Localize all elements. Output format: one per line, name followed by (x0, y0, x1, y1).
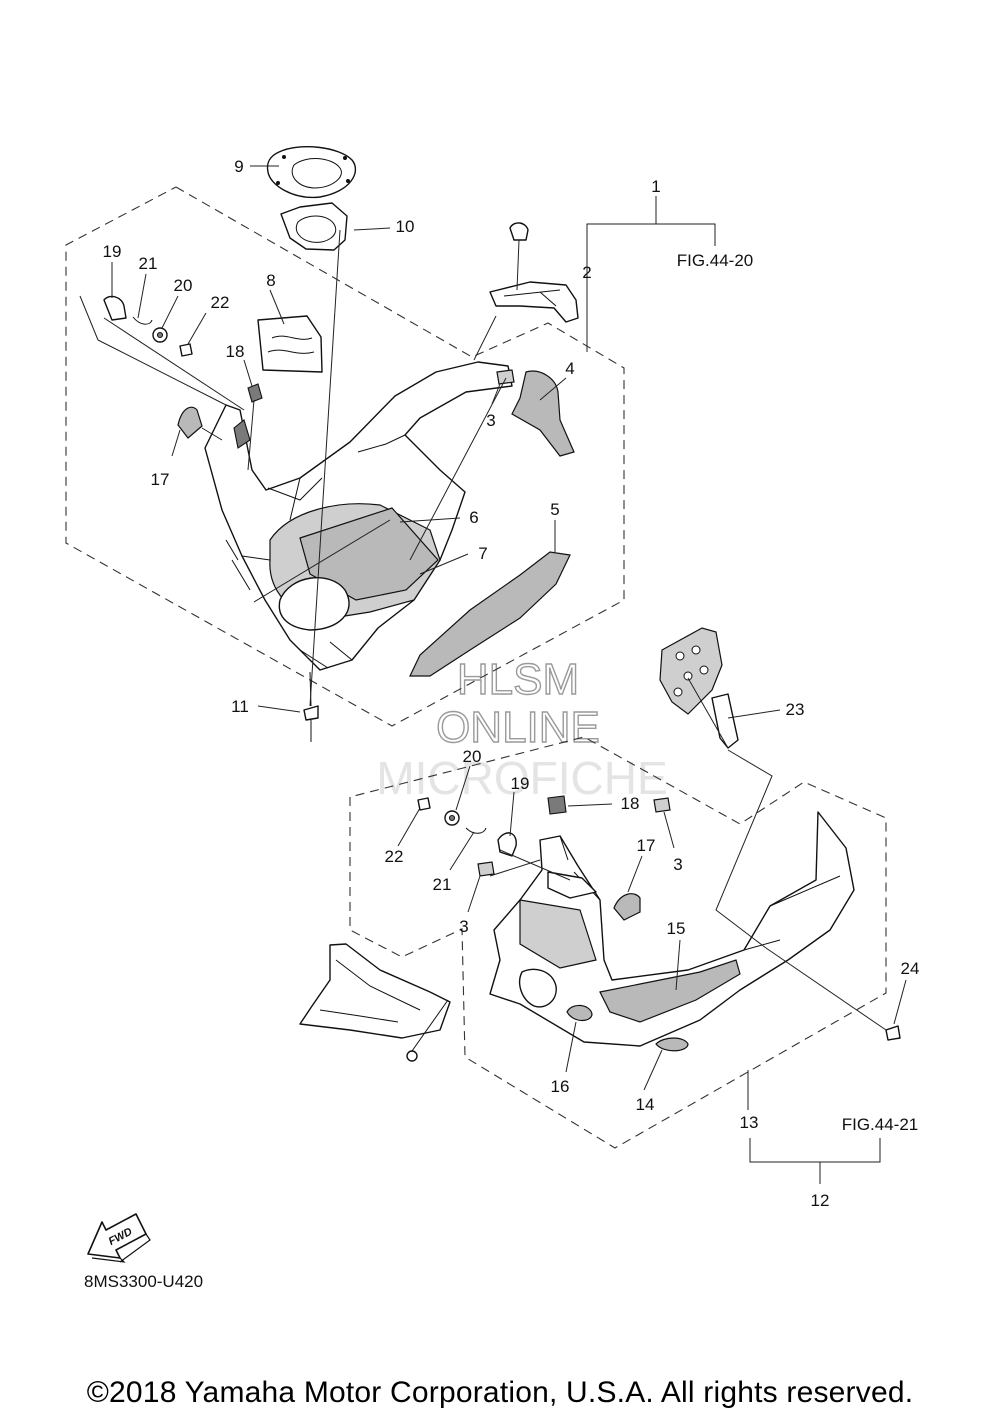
figure-ref-lower: FIG.44-21 (842, 1115, 919, 1134)
upper-assembly-boundary (65, 186, 625, 727)
callout-1: 1 (651, 177, 660, 196)
part-19-upper (103, 295, 127, 321)
part-5-foam-strip (409, 551, 571, 677)
watermark-line-2: ONLINE (436, 703, 600, 752)
upper-cowling (204, 361, 513, 671)
callout-3-lower-left: 3 (459, 917, 468, 936)
part-18-upper (247, 383, 263, 403)
callout-5: 5 (550, 500, 559, 519)
lower-assembly-boundary (349, 736, 887, 1149)
upper-fasteners (103, 295, 263, 439)
callout-13: 13 (740, 1113, 759, 1132)
part-24-screw (885, 1025, 901, 1041)
callout-3-lower-right: 3 (673, 855, 682, 874)
part-14-pad (655, 1037, 689, 1052)
callout-11: 11 (231, 697, 249, 716)
callout-8: 8 (266, 271, 275, 290)
part-17-upper (177, 406, 203, 439)
callout-10: 10 (396, 217, 415, 236)
part-3-clip-lower-left (477, 861, 495, 877)
watermark-line-1: HLSM (457, 655, 579, 704)
callout-17-lower: 17 (637, 836, 656, 855)
callout-9: 9 (234, 157, 243, 176)
callout-22-lower: 22 (385, 847, 404, 866)
callout-21-upper: 21 (139, 254, 158, 273)
callout-22-upper: 22 (211, 293, 230, 312)
callout-3-upper: 3 (486, 411, 495, 430)
lower-fasteners (417, 795, 901, 1041)
callout-23: 23 (786, 700, 805, 719)
leader-lines (79, 165, 907, 1184)
watermark: HLSM ONLINE MICROFICHE (376, 654, 667, 804)
part-3-clip-lower-right (653, 797, 671, 813)
part-3-clip-upper (496, 369, 515, 385)
part-4-foam-pad (511, 370, 575, 457)
callout-18-lower: 18 (621, 794, 640, 813)
part-18-lower (547, 795, 567, 815)
part-17-lower (613, 893, 641, 921)
callout-19-lower: 19 (511, 774, 530, 793)
callout-19-upper: 19 (103, 242, 122, 261)
copyright-footer: ©2018 Yamaha Motor Corporation, U.S.A. A… (86, 1376, 914, 1409)
watermark-line-3: MICROFICHE (376, 752, 667, 804)
callout-numbers: 1 2 3 4 5 6 7 8 9 10 11 17 18 19 21 20 2… (103, 157, 920, 1210)
callout-15: 15 (667, 919, 686, 938)
callout-20-upper: 20 (174, 276, 193, 295)
callout-20-lower: 20 (463, 747, 482, 766)
callout-7: 7 (478, 544, 487, 563)
figure-ref-upper: FIG.44-20 (677, 251, 754, 270)
lower-left-bracket (299, 943, 451, 1062)
part-2-upper-bracket (489, 222, 579, 323)
callout-4: 4 (565, 359, 574, 378)
callout-18-upper: 18 (226, 342, 245, 361)
callout-6: 6 (469, 508, 478, 527)
part-23-mesh-bracket (659, 627, 739, 749)
callout-14: 14 (636, 1095, 655, 1114)
part-9-gasket (266, 146, 357, 199)
callout-17-upper: 17 (151, 470, 170, 489)
callout-16: 16 (551, 1077, 570, 1096)
callout-21-lower: 21 (433, 875, 452, 894)
part-22-upper (179, 343, 193, 357)
diagram-code: 8MS3300-U420 (84, 1272, 203, 1291)
part-8-label (257, 315, 323, 373)
part-10-bracket (280, 202, 348, 251)
part-16-pad (566, 1004, 593, 1022)
fwd-arrow-icon: FWD (87, 1213, 151, 1263)
lower-cowling (489, 811, 855, 1052)
callout-24: 24 (901, 959, 920, 978)
part-22-lower (417, 797, 431, 811)
part-21-upper (132, 316, 153, 325)
callout-2: 2 (582, 263, 591, 282)
part-15-foam (599, 959, 741, 1023)
callout-12: 12 (811, 1191, 830, 1210)
part-19-lower (497, 832, 517, 857)
part-21-lower (465, 827, 487, 834)
